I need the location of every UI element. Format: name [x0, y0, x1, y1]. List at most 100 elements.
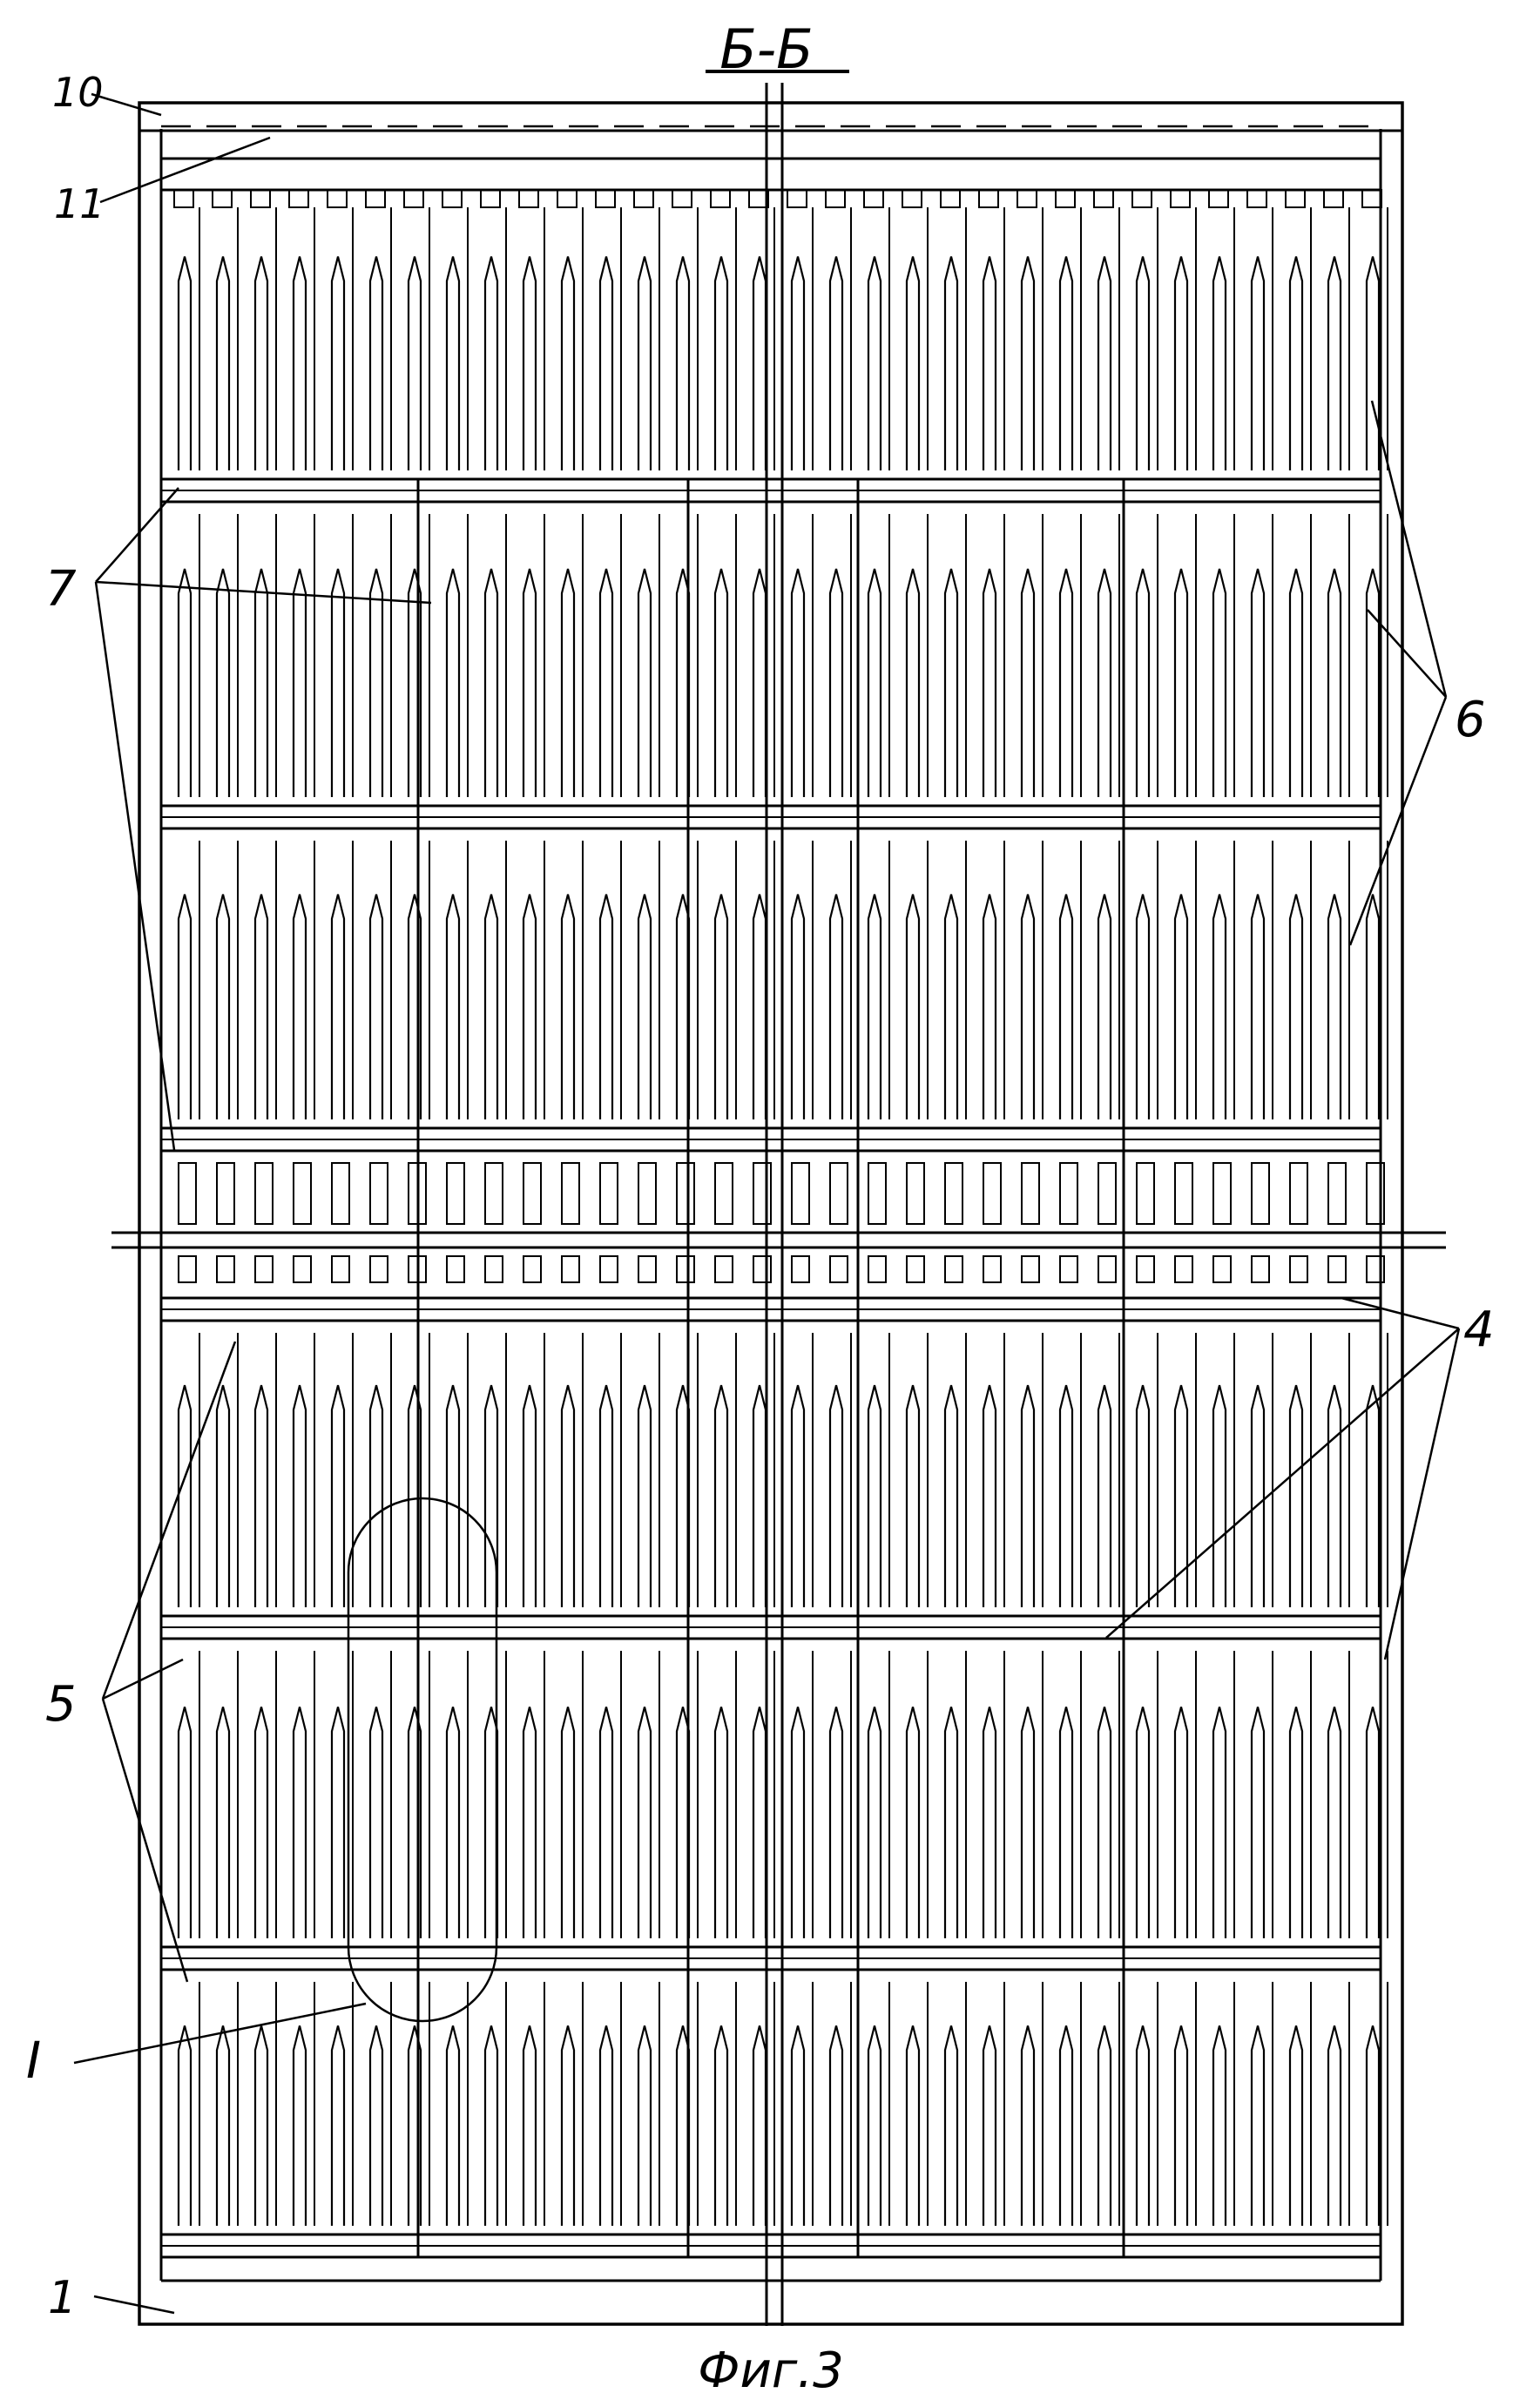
- fin-plate: [483, 2025, 499, 2226]
- fin-plate: [637, 256, 652, 470]
- fin-plate: [637, 894, 652, 1119]
- fin-plate: [1135, 1707, 1151, 1938]
- top-comb-tooth: [940, 189, 961, 208]
- fin-plate: [713, 2025, 729, 2226]
- structural-details: [111, 70, 1446, 2326]
- fin-plate: [292, 1707, 307, 1938]
- leader-6c: [1348, 696, 1448, 946]
- top-comb-tooth: [978, 189, 999, 208]
- upper-break-comb: [293, 1162, 312, 1225]
- fin-plate: [177, 1384, 192, 1607]
- upper-break-comb: [944, 1162, 963, 1225]
- fin-plate: [292, 256, 307, 470]
- fin-plate: [713, 1384, 729, 1607]
- fin-plate: [253, 2025, 269, 2226]
- fin-plate: [177, 2025, 192, 2226]
- fin-plate: [407, 894, 422, 1119]
- fin-plate: [215, 894, 231, 1119]
- fin-plate: [330, 256, 346, 470]
- upper-break-comb: [1174, 1162, 1193, 1225]
- lower-break-comb: [983, 1255, 1002, 1283]
- fin-plate: [943, 1384, 959, 1607]
- fin-plate: [1288, 1707, 1304, 1938]
- leader-4a: [1341, 1296, 1460, 1330]
- fin-plate: [828, 2025, 844, 2226]
- fin-plate: [1058, 1707, 1074, 1938]
- fin-plate: [1173, 894, 1189, 1119]
- fin-plate: [483, 894, 499, 1119]
- fin-plate: [1020, 1384, 1036, 1607]
- fin-plate: [560, 2025, 576, 2226]
- lower-break-comb: [293, 1255, 312, 1283]
- fin-plate: [1327, 568, 1342, 797]
- top-comb-tooth: [825, 189, 846, 208]
- fin-plate: [790, 256, 806, 470]
- upper-break-comb: [983, 1162, 1002, 1225]
- fin-plate: [598, 1707, 614, 1938]
- fin-plate: [982, 256, 997, 470]
- fin-plate: [982, 2025, 997, 2226]
- fin-plate: [1058, 2025, 1074, 2226]
- upper-break-comb: [638, 1162, 657, 1225]
- fin-plate: [1097, 2025, 1112, 2226]
- lower-break-comb: [254, 1255, 274, 1283]
- fin-plate: [982, 1384, 997, 1607]
- callout-I: I: [26, 2031, 41, 2090]
- fin-plate: [867, 2025, 882, 2226]
- lower-break-comb: [791, 1255, 810, 1283]
- fin-plate: [905, 568, 921, 797]
- fin-plate: [177, 568, 192, 797]
- fin-plate: [982, 894, 997, 1119]
- lower-break-comb: [753, 1255, 772, 1283]
- lower-break-comb: [216, 1255, 235, 1283]
- fin-plate: [828, 894, 844, 1119]
- fin-plate: [752, 2025, 767, 2226]
- fin-plate: [1365, 568, 1381, 797]
- upper-break-comb: [1327, 1162, 1347, 1225]
- lower-break-comb: [1059, 1255, 1078, 1283]
- upper-break-comb: [791, 1162, 810, 1225]
- callout-10: 10: [52, 69, 104, 116]
- top-comb-tooth: [442, 189, 463, 208]
- section-label: Б-Б: [719, 17, 813, 81]
- fin-plate: [292, 568, 307, 797]
- fin-plate: [790, 1707, 806, 1938]
- top-comb-tooth: [595, 189, 616, 208]
- fin-plate: [407, 1384, 422, 1607]
- lower-break-comb: [829, 1255, 848, 1283]
- fin-plate: [982, 568, 997, 797]
- figure-caption: Фиг.3: [698, 2343, 843, 2399]
- fin-plate: [1173, 256, 1189, 470]
- top-comb-tooth: [518, 189, 539, 208]
- fin-plate: [1365, 894, 1381, 1119]
- fin-plate: [752, 256, 767, 470]
- fin-plate: [407, 568, 422, 797]
- fin-plate: [1173, 1384, 1189, 1607]
- fin-plate: [330, 1384, 346, 1607]
- top-comb-tooth: [672, 189, 692, 208]
- leader-I: [73, 2002, 367, 2065]
- fin-plate: [1327, 1707, 1342, 1938]
- fin-plate: [637, 1384, 652, 1607]
- fin-plate: [1020, 256, 1036, 470]
- fin-plate: [445, 2025, 461, 2226]
- leader-7c: [94, 581, 176, 1151]
- fin-plate: [1212, 1384, 1227, 1607]
- upper-break-comb: [254, 1162, 274, 1225]
- fin-plate: [1250, 1707, 1266, 1938]
- fin-plate: [483, 256, 499, 470]
- fin-plate: [752, 894, 767, 1119]
- fin-plate: [253, 894, 269, 1119]
- lower-break-comb: [523, 1255, 542, 1283]
- top-comb-tooth: [1055, 189, 1076, 208]
- lower-break-comb: [1366, 1255, 1385, 1283]
- lower-break-comb: [868, 1255, 887, 1283]
- top-comb-tooth: [403, 189, 424, 208]
- upper-break-comb: [484, 1162, 503, 1225]
- fin-plate: [407, 256, 422, 470]
- fin-plate: [215, 1384, 231, 1607]
- top-comb-tooth: [1170, 189, 1191, 208]
- fin-plate: [1173, 568, 1189, 797]
- top-comb-tooth: [557, 189, 578, 208]
